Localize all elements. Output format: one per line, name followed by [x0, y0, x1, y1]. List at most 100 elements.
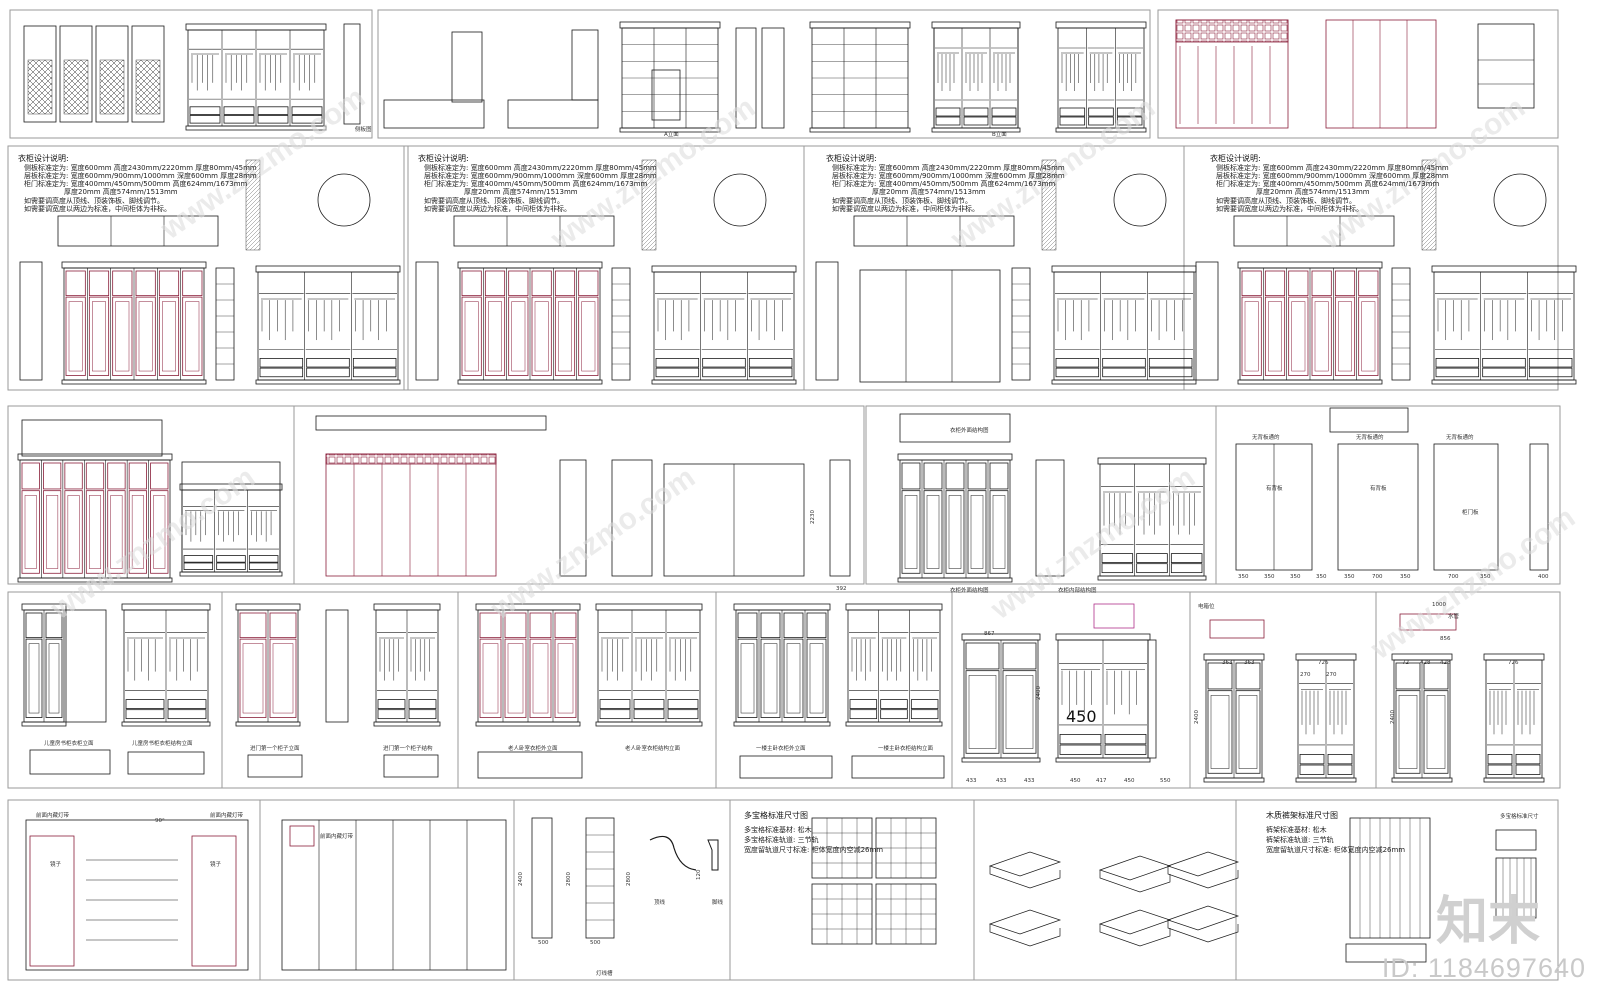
caption-meter: 电箱位: [1198, 602, 1215, 610]
base-molding: [1237, 379, 1383, 385]
drawer: [1059, 744, 1102, 755]
caption-mirror: 镜子: [210, 860, 222, 868]
panel-frame: [513, 799, 731, 981]
dim-label: 2400: [518, 872, 524, 886]
drawer: [1059, 116, 1086, 126]
notes-line: 如需要调高度从顶线、顶装饰板、脚线调节。: [24, 196, 164, 205]
dim-label: 1000: [1432, 602, 1446, 608]
lower-door: [269, 638, 297, 718]
drawer: [991, 107, 1017, 117]
drawer: [189, 106, 221, 115]
caption-mirror: 镜子: [50, 860, 62, 868]
notes-line: 层板标准定为: 宽度600mm/900mm/1000mm 深度600mm 厚度2…: [832, 171, 1065, 180]
lower-door: [783, 638, 804, 718]
wardrobe-body: [933, 27, 1019, 129]
door-inset: [904, 495, 918, 569]
drawing-rect: [531, 817, 553, 939]
crown-molding: [1055, 21, 1147, 29]
dim-label: 500: [538, 940, 549, 946]
drawer: [1104, 744, 1147, 755]
panel-frame: [457, 591, 717, 789]
lower-door: [112, 296, 133, 376]
caption-master-front: 一楼主卧衣柜外立面: [756, 744, 806, 752]
crown-molding: [1237, 261, 1383, 269]
door-inset: [464, 301, 479, 372]
drawer: [633, 709, 665, 720]
caption-angle: 90°: [155, 818, 165, 824]
upper-door: [107, 462, 126, 490]
dim-label: 433: [966, 778, 977, 784]
base-molding: [457, 379, 603, 385]
drawer: [1515, 754, 1541, 765]
dim-label: 363: [1222, 660, 1233, 666]
upper-door: [25, 612, 43, 639]
drawer: [748, 357, 793, 368]
drawing-rect: [451, 31, 483, 103]
door-inset: [138, 301, 153, 372]
base-molding: [1431, 379, 1577, 385]
dim-label: 428: [1440, 660, 1451, 666]
dim-label: 350: [1264, 574, 1275, 580]
base-molding: [1483, 777, 1545, 783]
drawer: [223, 106, 255, 115]
notes-line: 柜门标准定为: 宽度400mm/450mm/500mm 高度624mm/1673…: [1216, 179, 1440, 188]
door-inset: [1426, 695, 1446, 769]
design-notes-1: 衣柜设计说明: 侧板标准定为: 宽度600mm 高度2430mm/2220mm …: [18, 153, 257, 213]
notes-line: 如需要调宽度以两边为标准，中间柜体为非标。: [424, 204, 571, 213]
drawer: [963, 116, 989, 126]
drawing-rect: [1495, 829, 1537, 851]
drawer: [1299, 764, 1325, 775]
dim-label: 2400: [1194, 710, 1200, 724]
dim-label: 450: [1124, 778, 1135, 784]
drawer: [125, 699, 165, 709]
drawer: [599, 699, 631, 709]
door-inset: [68, 301, 83, 372]
base-molding: [255, 379, 401, 385]
drawer: [1088, 116, 1114, 126]
caption-led: 前面内藏灯带: [36, 811, 70, 819]
drawer: [1059, 107, 1086, 117]
upper-door: [1235, 662, 1261, 690]
notes-line: 侧板标准定为: 宽度600mm 高度2430mm/2220mm 厚度80mm/4…: [832, 163, 1065, 172]
drawer: [910, 699, 939, 709]
drawing-rect: [507, 99, 599, 129]
dim-label: 450: [1070, 778, 1081, 784]
lower-door: [737, 638, 758, 718]
louver-door: [131, 25, 165, 123]
drawer: [748, 367, 793, 378]
notes-line: 如需要调高度从顶线、顶装饰板、脚线调节。: [1216, 196, 1356, 205]
cabinet-drawings: [17, 19, 1577, 971]
drawer: [167, 709, 207, 720]
base-molding: [897, 577, 1013, 583]
door-inset: [1291, 301, 1306, 372]
drawer: [935, 116, 961, 126]
display-cabinet: [325, 453, 497, 577]
crown-molding: [1431, 265, 1577, 273]
panel-frame: [221, 591, 459, 789]
drawer-box: [1166, 905, 1240, 943]
watermark: www.znzmo.com: [44, 461, 261, 627]
drawer: [408, 699, 437, 709]
drawer: [306, 367, 350, 378]
drawing-rect: [247, 754, 303, 778]
detail-circle: [1113, 173, 1167, 227]
lower-door: [504, 638, 527, 718]
drawer: [377, 699, 406, 709]
base-molding: [21, 721, 67, 727]
base-molding: [1051, 379, 1197, 385]
crown-molding: [733, 603, 831, 611]
dim-label: 700: [1448, 574, 1459, 580]
lower-door: [45, 638, 63, 718]
base-molding: [61, 379, 207, 385]
door-inset: [948, 495, 962, 569]
notes-title: 衣柜设计说明:: [826, 153, 877, 163]
caption-kids-front: 儿童房书柜衣柜立面: [44, 739, 94, 747]
dim-label: 350: [1480, 574, 1491, 580]
caption-side-view: 侧板图: [355, 125, 372, 133]
lower-door: [554, 296, 576, 376]
notes-line: 如需要调宽度以两边为标准，中间柜体为非标。: [832, 204, 979, 213]
drawer: [655, 357, 700, 368]
dim-label: 856: [1440, 636, 1451, 642]
profile-section: [641, 159, 657, 251]
